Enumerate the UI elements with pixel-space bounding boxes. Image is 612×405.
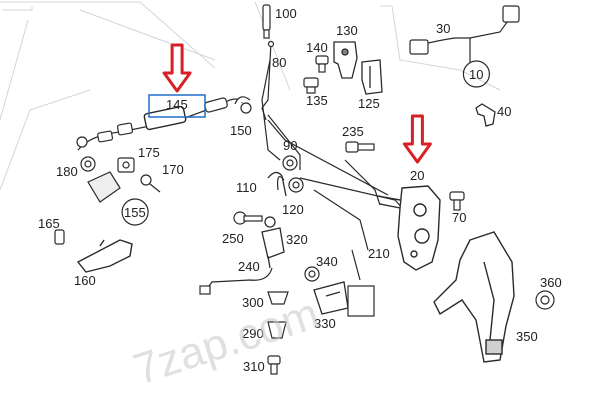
red-arrow-145 [162, 43, 192, 93]
part-label-140: 140 [306, 40, 328, 55]
highlight-box-145 [148, 94, 206, 118]
part-label-125: 125 [358, 96, 380, 111]
part-140-screw [315, 55, 329, 73]
part-300-bushing [267, 291, 289, 305]
part-135-screw [303, 77, 319, 94]
part-label-300: 300 [242, 295, 264, 310]
circled-labels [121, 60, 490, 226]
part-label-135: 135 [306, 93, 328, 108]
circle-marker-10 [462, 60, 490, 88]
background-panel-outlines [0, 1, 501, 191]
part-350-bracket [433, 231, 515, 363]
part-label-360: 360 [540, 275, 562, 290]
part-label-160: 160 [74, 273, 96, 288]
part-label-340: 340 [316, 254, 338, 269]
part-label-310: 310 [243, 359, 265, 374]
part-90-bushings [282, 155, 304, 193]
part-label-10: 10 [469, 67, 483, 82]
part-175-plate [117, 157, 135, 173]
part-label-20: 20 [410, 168, 424, 183]
part-label-350: 350 [516, 329, 538, 344]
part-label-40: 40 [497, 104, 511, 119]
part-label-235: 235 [342, 124, 364, 139]
part-20-door-latch [377, 185, 441, 271]
part-165-clip [54, 229, 65, 245]
part-label-210: 210 [368, 246, 390, 261]
part-100-rod [262, 4, 271, 39]
part-340-grommet [304, 266, 320, 282]
bowden-cable-145 [76, 97, 252, 148]
part-320-actuator [261, 216, 285, 269]
part-310-screw [267, 355, 281, 375]
part-label-30: 30 [436, 21, 450, 36]
part-240-wire [199, 267, 273, 295]
part-110-lever [267, 171, 287, 197]
part-label-145: 145 [166, 97, 188, 112]
part-80-rod [261, 40, 275, 121]
part-360-grommet [535, 290, 555, 310]
part-125-bracket [361, 59, 383, 95]
part-label-330: 330 [314, 316, 336, 331]
part-290-bushing [267, 321, 287, 339]
part-labels: 100 130 30 140 80 10 135 125 145 40 150 90 235 175170… [38, 6, 562, 374]
part-label-70: 70 [452, 210, 466, 225]
part-label-240: 240 [238, 259, 260, 274]
red-arrow-20 [402, 114, 432, 164]
part-label-80: 80 [272, 55, 286, 70]
part-label-150: 150 [230, 123, 252, 138]
part-label-290: 290 [242, 326, 264, 341]
circle-marker-155 [121, 198, 149, 226]
part-label-180: 180 [56, 164, 78, 179]
part-label-110: 110 [236, 180, 257, 195]
part-170-screw [140, 174, 161, 193]
part-210-rod [347, 249, 375, 317]
part-label-100: 100 [275, 6, 297, 21]
part-40-clip [475, 103, 496, 127]
part-label-130: 130 [336, 23, 358, 38]
part-label-320: 320 [286, 232, 308, 247]
part-label-175: 175 [138, 145, 160, 160]
part-label-170: 170 [162, 162, 184, 177]
part-label-250: 250 [222, 231, 244, 246]
part-70-screw [449, 191, 465, 211]
watermark-text: 7zap.com [128, 289, 325, 395]
part-pad [87, 171, 121, 203]
highlight-rect [148, 94, 206, 118]
part-160-handle [76, 239, 133, 273]
part-label-90: 90 [283, 138, 297, 153]
part-330-bracket [313, 281, 349, 315]
part-label-120: 120 [282, 202, 304, 217]
red-arrows [162, 43, 432, 164]
part-150-end [234, 96, 251, 105]
part-235-bolt [345, 141, 375, 153]
part-180-grommet [80, 156, 96, 172]
part-250-bolt [233, 211, 263, 225]
part-label-155: 155 [124, 205, 146, 220]
part-130-clip [333, 41, 358, 79]
part-30-harness [409, 5, 520, 62]
part-label-165: 165 [38, 216, 60, 231]
